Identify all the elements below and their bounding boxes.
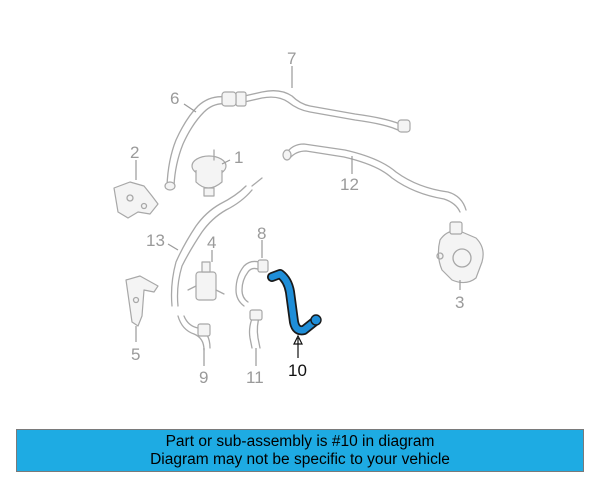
part-8-hose bbox=[235, 259, 269, 307]
callout-11: 11 bbox=[246, 368, 264, 387]
callout-6: 6 bbox=[170, 89, 179, 108]
part-2-bracket bbox=[113, 181, 159, 219]
part-7-hose bbox=[235, 90, 411, 133]
part-4-valve bbox=[187, 261, 225, 301]
callout-8: 8 bbox=[257, 224, 266, 243]
part-10-hose-highlighted bbox=[267, 269, 322, 336]
callout-12: 12 bbox=[340, 175, 359, 194]
callout-4: 4 bbox=[207, 233, 216, 252]
part-3-pump bbox=[436, 221, 484, 284]
info-banner: Part or sub-assembly is #10 in diagram D… bbox=[16, 429, 584, 472]
banner-line-1: Part or sub-assembly is #10 in diagram bbox=[165, 432, 435, 450]
banner-line-2: Diagram may not be specific to your vehi… bbox=[150, 450, 450, 468]
part-6-hose bbox=[164, 91, 237, 191]
callout-5: 5 bbox=[131, 345, 140, 364]
leader-lines bbox=[135, 66, 461, 366]
part-5-bracket bbox=[125, 275, 159, 327]
parts-diagram: 1 2 3 4 5 6 7 8 9 10 11 12 13 bbox=[113, 49, 484, 387]
part-13-hose bbox=[170, 177, 263, 307]
part-1-valve bbox=[191, 149, 227, 197]
callout-10: 10 bbox=[288, 361, 307, 380]
part-10-hose-fill bbox=[268, 270, 318, 334]
part-11-hose bbox=[248, 309, 263, 349]
part-10-clamp bbox=[310, 314, 322, 326]
callout-13: 13 bbox=[146, 231, 165, 250]
part-9-hose bbox=[177, 315, 211, 351]
part-12-hose bbox=[282, 143, 467, 213]
callout-9: 9 bbox=[199, 368, 208, 387]
callout-3: 3 bbox=[455, 293, 464, 312]
callout-1: 1 bbox=[234, 148, 243, 167]
callout-2: 2 bbox=[130, 143, 139, 162]
callout-7: 7 bbox=[287, 49, 296, 68]
